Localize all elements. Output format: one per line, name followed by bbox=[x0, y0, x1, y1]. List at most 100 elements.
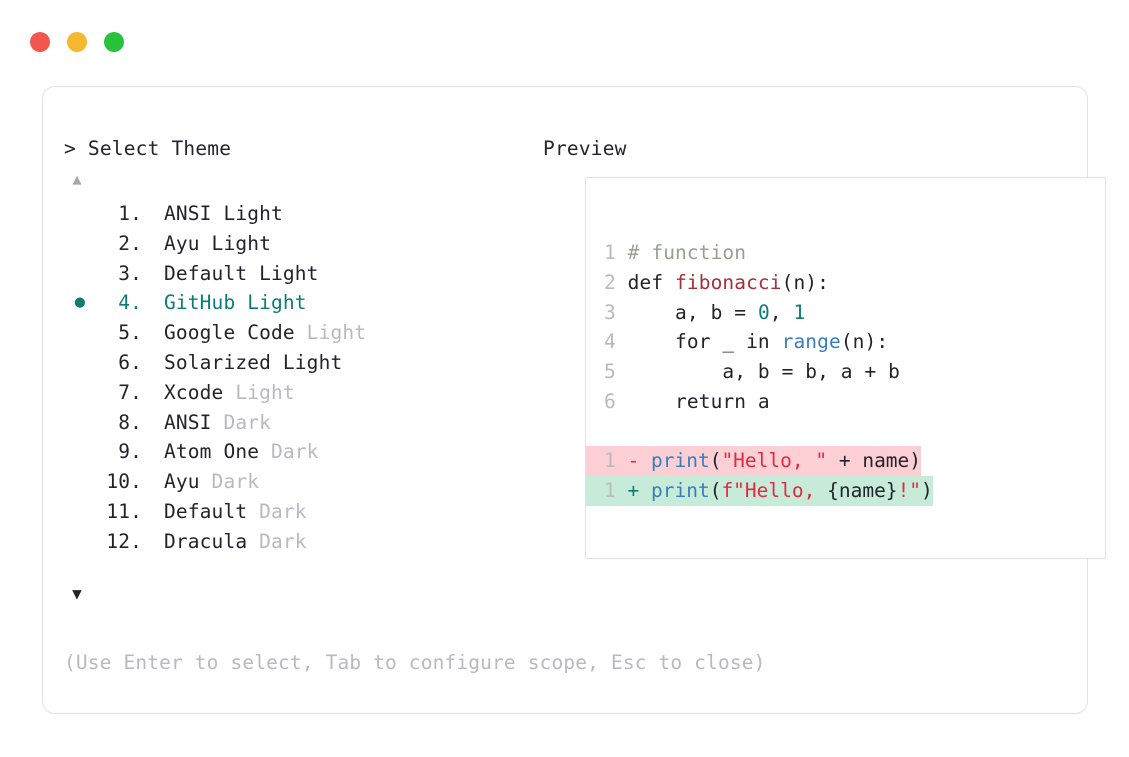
line-number: 1 bbox=[604, 449, 616, 472]
theme-item-name: Default Light bbox=[164, 261, 319, 285]
close-icon[interactable] bbox=[30, 32, 50, 52]
theme-item-number: 10. bbox=[106, 470, 142, 494]
theme-selector-card: > Select Theme ▲ ▼ 1. ANSI Light 2. Ayu Lig… bbox=[42, 86, 1106, 714]
code-token: def bbox=[615, 270, 676, 294]
theme-list-item[interactable]: 7. Xcode Light bbox=[64, 378, 534, 408]
theme-item-number: 7. bbox=[118, 380, 142, 404]
theme-list-item[interactable]: 11. Default Dark bbox=[64, 497, 534, 527]
theme-item-variant: Dark bbox=[199, 470, 260, 494]
theme-item-name: ANSI Light bbox=[164, 202, 283, 225]
code-line: 5 a, b = b, a + b bbox=[604, 357, 1123, 387]
code-line: 3 a, b = 0, 1 bbox=[604, 298, 1123, 328]
code-token: f"Hello, bbox=[721, 478, 828, 502]
code-token: ( bbox=[709, 478, 722, 502]
theme-item-number: 8. bbox=[118, 410, 142, 434]
theme-item-name: GitHub Light bbox=[164, 291, 307, 315]
code-token: ) bbox=[921, 478, 933, 502]
code-token: print bbox=[650, 449, 710, 472]
theme-item-name: Ayu Light bbox=[164, 231, 272, 255]
code-token: fibonacci bbox=[675, 270, 782, 294]
code-token: for _ in bbox=[615, 330, 782, 354]
theme-list-item[interactable]: 8. ANSI Dark bbox=[64, 408, 534, 438]
theme-list-item[interactable]: 1. ANSI Light bbox=[64, 199, 534, 229]
scroll-up-icon[interactable]: ▲ bbox=[72, 170, 82, 188]
code-token: {name} bbox=[827, 478, 898, 502]
theme-list-item[interactable]: 10. Ayu Dark bbox=[64, 467, 534, 497]
diff-marker-icon: + bbox=[615, 478, 651, 502]
theme-item-number: 6. bbox=[118, 350, 142, 374]
code-token: (n): bbox=[781, 270, 829, 294]
code-token: return a bbox=[615, 389, 770, 413]
theme-list-item[interactable]: 5. Google Code Light bbox=[64, 318, 534, 348]
diff-block: 1 - print("Hello, " + name)1 + print(f"H… bbox=[586, 446, 1105, 506]
code-line: 4 for _ in range(n): bbox=[604, 327, 1123, 357]
maximize-icon[interactable] bbox=[104, 32, 124, 52]
line-number: 6 bbox=[604, 389, 616, 413]
theme-list-item[interactable]: 2. Ayu Light bbox=[64, 229, 534, 259]
theme-item-variant: Dark bbox=[259, 440, 319, 464]
theme-item-number: 3. bbox=[118, 261, 142, 285]
line-number: 2 bbox=[604, 270, 616, 294]
theme-item-number: 2. bbox=[118, 231, 142, 255]
code-token: 1 bbox=[793, 300, 806, 324]
diff-marker-icon: - bbox=[615, 449, 651, 472]
line-number: 3 bbox=[604, 300, 616, 324]
code-token: (n): bbox=[840, 330, 889, 354]
theme-item-variant: Dark bbox=[211, 410, 272, 434]
window-controls bbox=[30, 32, 124, 52]
card-columns: > Select Theme ▲ ▼ 1. ANSI Light 2. Ayu Lig… bbox=[43, 87, 1106, 713]
line-number: 1 bbox=[604, 478, 616, 502]
theme-item-variant: Light bbox=[199, 231, 272, 255]
theme-item-variant: Light bbox=[247, 261, 319, 285]
code-token: a, b = b, a + b bbox=[615, 360, 901, 384]
theme-item-name: Ayu Dark bbox=[164, 470, 260, 494]
scroll-down-icon[interactable]: ▼ bbox=[72, 584, 82, 603]
code-line: 6 return a bbox=[604, 387, 1123, 417]
minimize-icon[interactable] bbox=[67, 32, 87, 52]
code-token: range bbox=[781, 330, 841, 354]
line-number: 4 bbox=[604, 330, 616, 354]
theme-item-name: Dracula Dark bbox=[164, 529, 307, 553]
theme-list-item[interactable]: ● 4. GitHub Light bbox=[64, 288, 534, 318]
theme-list-item[interactable]: 3. Default Light bbox=[64, 259, 534, 289]
theme-item-name: Solarized Light bbox=[164, 350, 343, 374]
theme-item-name: Google Code Light bbox=[164, 321, 367, 345]
page-title: > Select Theme bbox=[64, 137, 232, 160]
line-number: 5 bbox=[604, 360, 616, 384]
keyboard-hint: (Use Enter to select, Tab to configure s… bbox=[64, 651, 766, 674]
theme-item-variant: Light bbox=[294, 321, 367, 345]
code-token: , bbox=[769, 300, 794, 324]
diff-line-add: 1 + print(f"Hello, {name}!") bbox=[586, 475, 933, 506]
code-token: print bbox=[650, 478, 710, 502]
theme-item-name: ANSI Dark bbox=[164, 410, 272, 434]
code-line: 2 def fibonacci(n): bbox=[604, 268, 1123, 298]
theme-list-item[interactable]: 6. Solarized Light bbox=[64, 348, 534, 378]
theme-list-item[interactable]: 9.Atom One Dark bbox=[64, 437, 534, 467]
theme-item-number: 11. bbox=[106, 499, 142, 523]
code-token: + name) bbox=[827, 449, 922, 472]
code-token: # function bbox=[615, 241, 747, 264]
theme-list[interactable]: 1. ANSI Light 2. Ayu Light 3. Default Light ● 4… bbox=[64, 199, 534, 557]
theme-item-variant: Light bbox=[223, 380, 295, 404]
code-token: "Hello, " bbox=[721, 449, 828, 472]
code-token: ( bbox=[709, 449, 722, 472]
theme-item-variant: Light bbox=[235, 291, 307, 315]
theme-item-name: Default Dark bbox=[164, 499, 307, 523]
theme-item-number: 5. bbox=[118, 321, 142, 345]
theme-item-number: 1. bbox=[118, 202, 142, 225]
theme-item-variant: Dark bbox=[247, 499, 307, 523]
theme-list-item[interactable]: 12. Dracula Dark bbox=[64, 527, 534, 557]
code-token: 0 bbox=[757, 300, 770, 324]
code-token: !" bbox=[897, 478, 922, 502]
theme-item-name: Xcode Light bbox=[164, 380, 295, 404]
preview-title: Preview bbox=[543, 137, 627, 160]
theme-item-number: 9. bbox=[118, 440, 142, 464]
theme-item-number: 4. bbox=[118, 291, 142, 315]
diff-line-del: 1 - print("Hello, " + name) bbox=[586, 446, 922, 476]
line-number: 1 bbox=[604, 241, 616, 264]
selected-bullet-icon: ● bbox=[74, 292, 86, 313]
theme-item-number: 12. bbox=[106, 529, 142, 553]
